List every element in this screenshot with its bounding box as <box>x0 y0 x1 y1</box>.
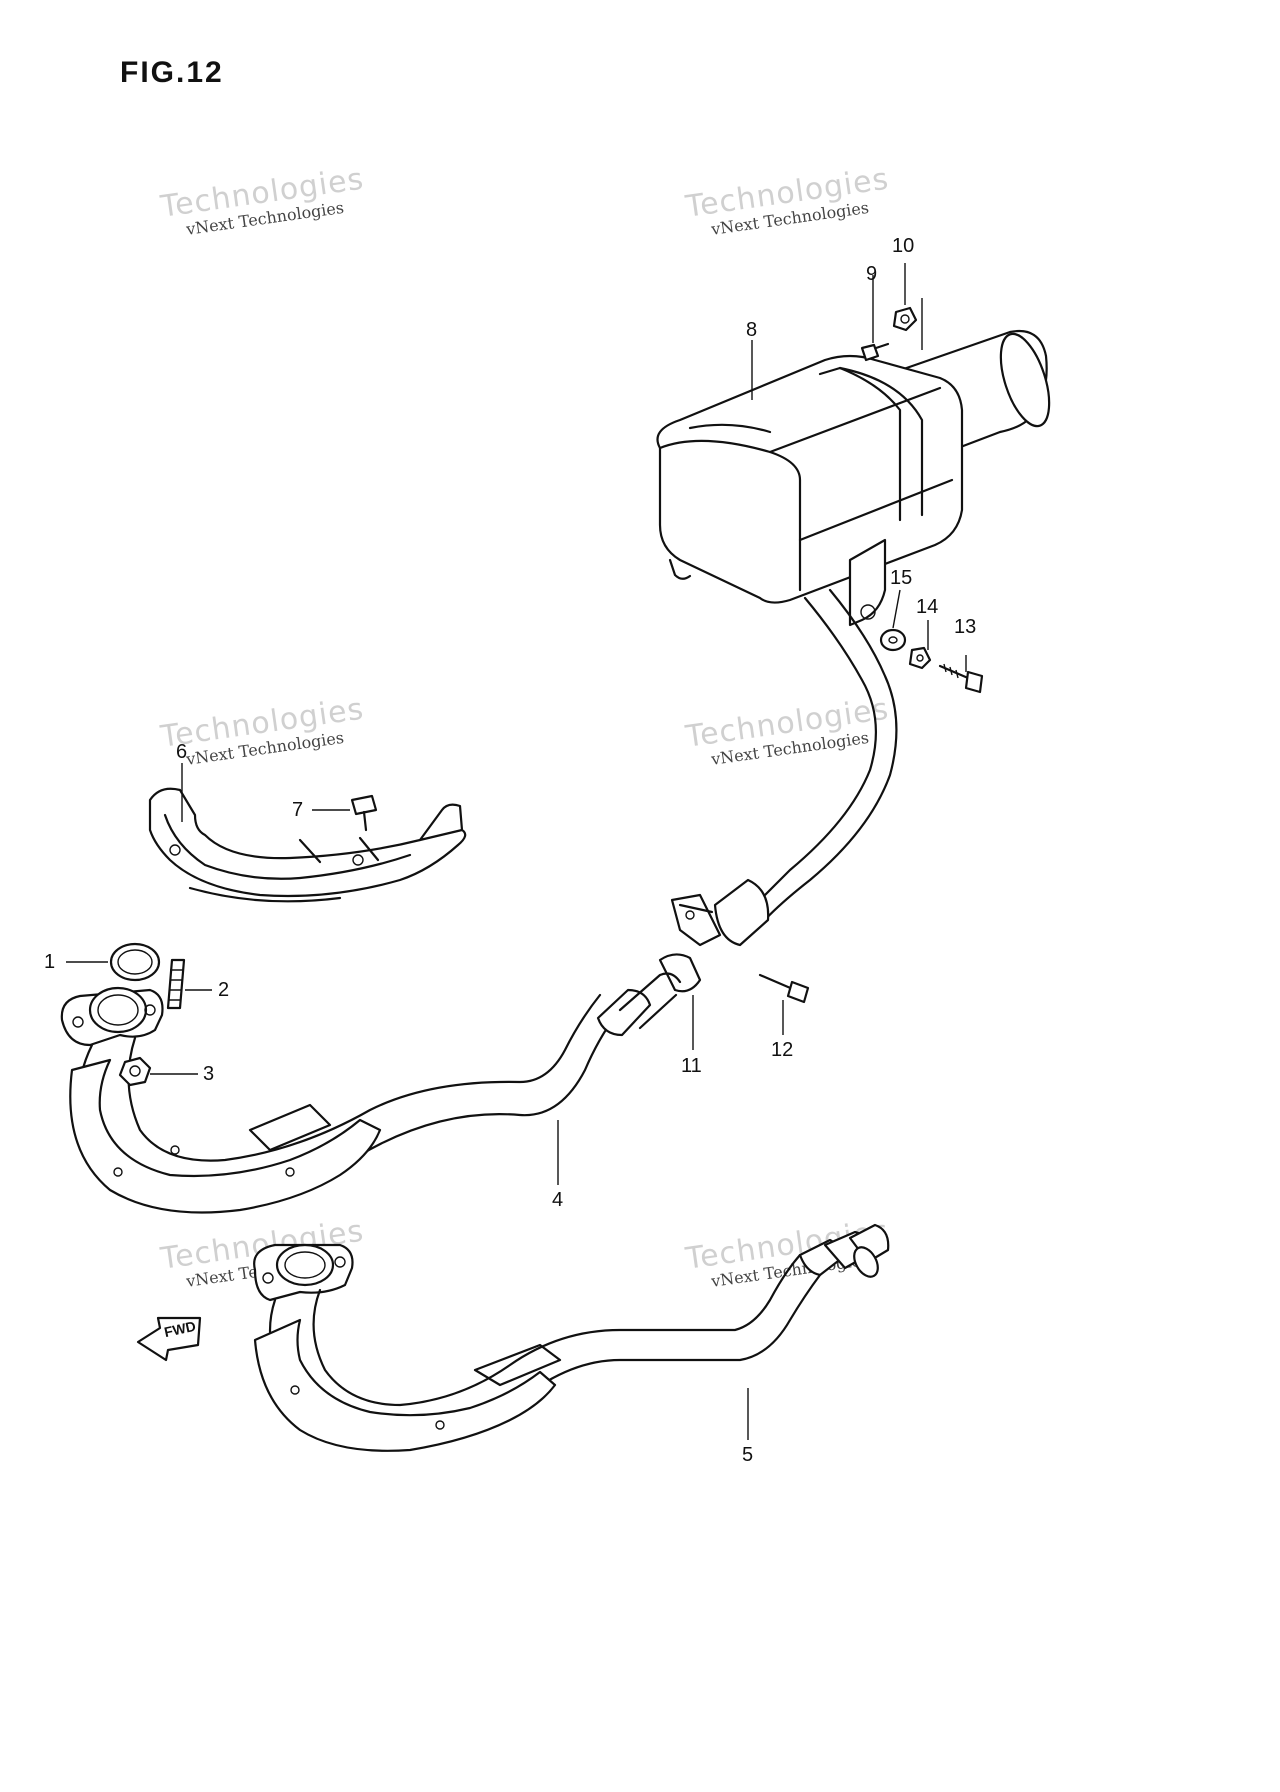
callout-14: 14 <box>916 596 939 618</box>
bolt-13 <box>938 663 984 694</box>
leader-lines <box>66 263 967 1440</box>
pipe-clamp <box>658 893 810 1004</box>
callout-6: 6 <box>176 741 188 763</box>
bolt-9 <box>860 342 890 362</box>
callout-2: 2 <box>218 979 230 1001</box>
callout-3: 3 <box>203 1063 215 1085</box>
muffler <box>656 329 1051 627</box>
callout-12: 12 <box>771 1039 794 1061</box>
forward-direction-arrow <box>136 1316 202 1362</box>
callout-10: 10 <box>892 235 915 257</box>
callout-5: 5 <box>742 1444 754 1466</box>
callout-1: 1 <box>44 951 56 973</box>
gasket <box>109 942 161 982</box>
nut-14 <box>908 646 932 670</box>
callout-11: 11 <box>681 1055 702 1077</box>
callout-8: 8 <box>746 319 758 341</box>
exhaust-pipe-lower <box>253 1223 890 1452</box>
nut <box>118 1056 152 1087</box>
callout-9: 9 <box>866 263 878 285</box>
exhaust-pipe-upper <box>60 972 682 1214</box>
stud-bolt <box>166 958 186 1010</box>
figure-title: FIG.12 <box>120 56 224 89</box>
callout-15: 15 <box>890 567 913 589</box>
washer-15 <box>879 628 907 652</box>
nut-10 <box>892 306 918 332</box>
bolt <box>350 794 378 832</box>
callout-13: 13 <box>954 616 977 638</box>
callout-4: 4 <box>552 1189 564 1211</box>
muffler-inlet-pipe <box>713 588 898 947</box>
heat-shield <box>148 787 467 903</box>
callout-7: 7 <box>292 799 304 821</box>
